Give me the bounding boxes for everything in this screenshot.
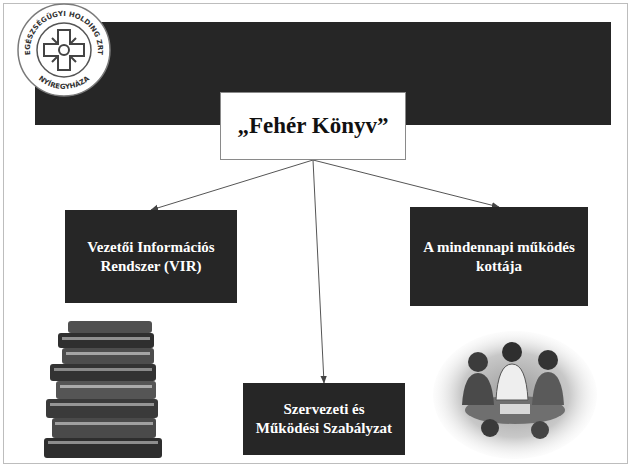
arrow-connector xyxy=(151,160,313,210)
arrow-connector xyxy=(313,160,324,383)
box-text: Szervezeti és Működési Szabályzat xyxy=(253,400,395,438)
books-illustration xyxy=(44,321,162,458)
process-box: Vezetői Információs Rendszer (VIR) xyxy=(65,210,237,303)
box-text: „Fehér Könyv” xyxy=(238,113,389,139)
title-box: „Fehér Könyv” xyxy=(220,92,406,160)
box-text: A mindennapi működés kottája xyxy=(420,238,578,276)
people-photo xyxy=(433,331,597,459)
process-box: Szervezeti és Működési Szabályzat xyxy=(243,383,405,455)
box-text: Vezetői Információs Rendszer (VIR) xyxy=(75,238,227,276)
logo xyxy=(18,4,110,96)
arrow-connector xyxy=(313,160,499,207)
logo-text: EGÉSZSÉGÜGYI HOLDING ZRT xyxy=(24,10,105,56)
process-box: A mindennapi működés kottája xyxy=(410,207,588,306)
frame xyxy=(4,4,628,464)
logo-text: NYÍREGYHÁZA xyxy=(37,74,92,91)
